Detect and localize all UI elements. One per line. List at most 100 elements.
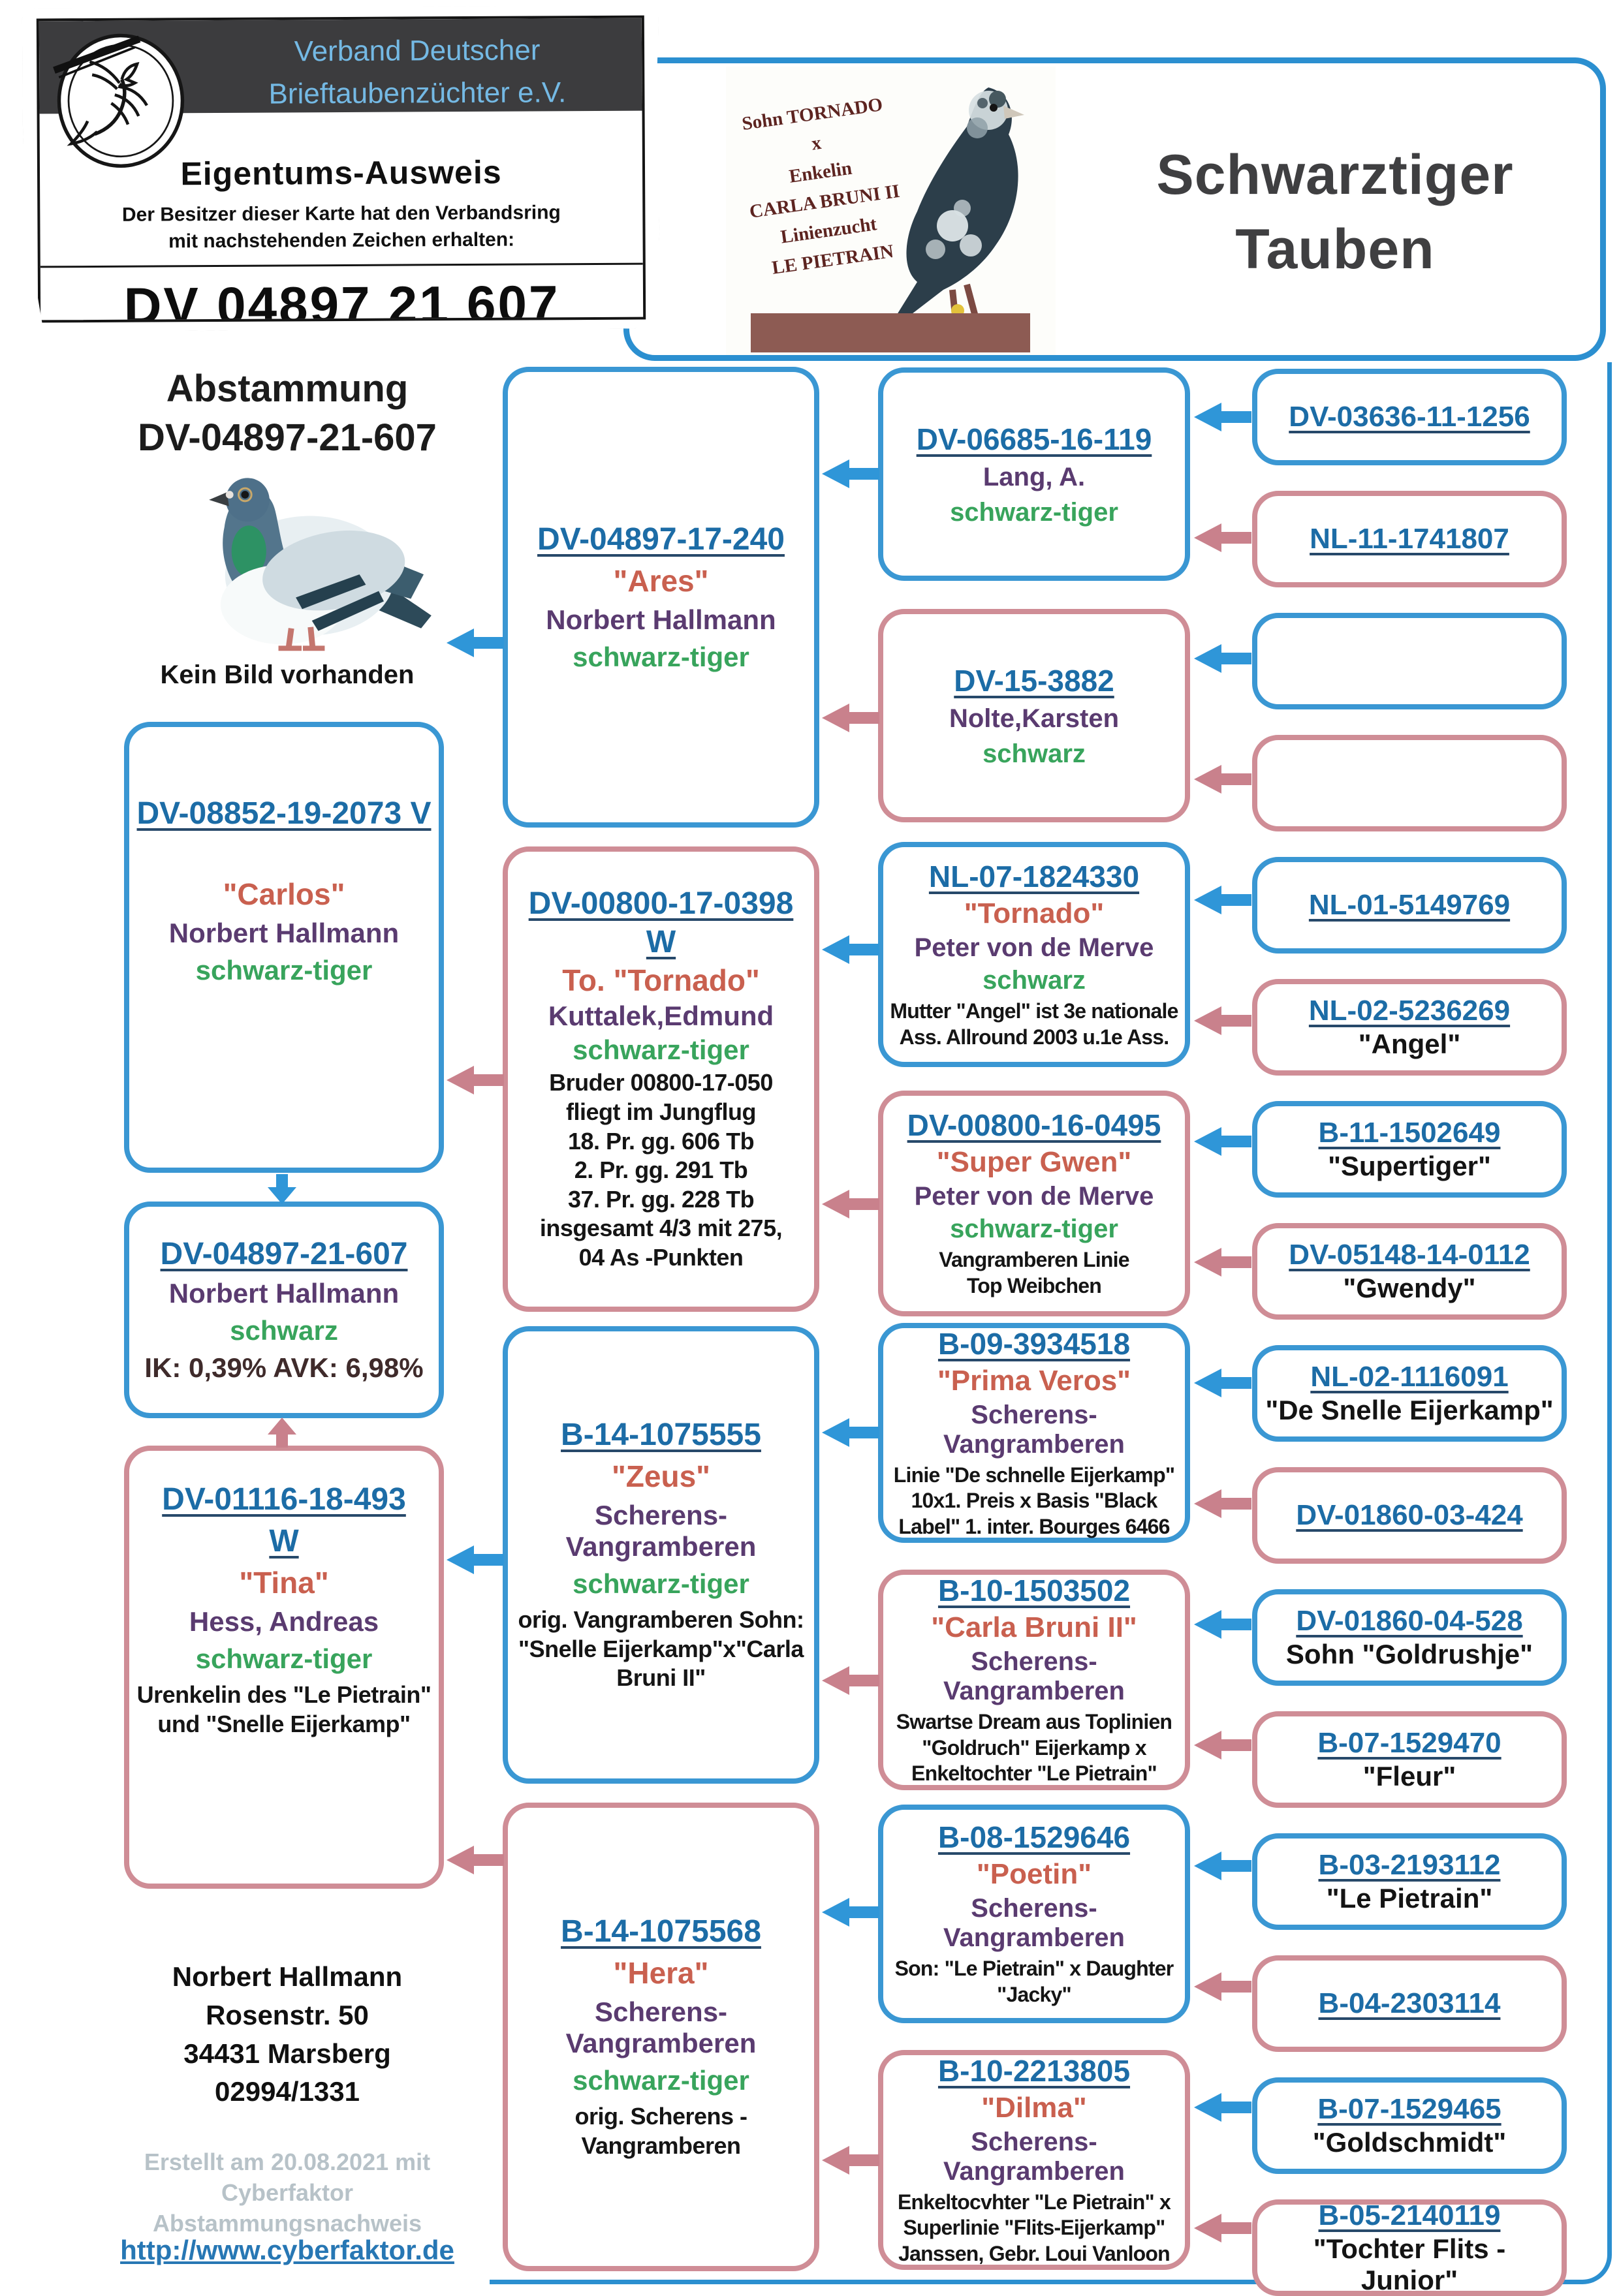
dam-line-arrow [1194,1248,1251,1277]
sire-line-arrow [447,1545,504,1574]
pedigree-box-gggp-11: DV-01860-04-528 Sohn "Goldrushje" [1252,1589,1567,1686]
breeder-name: Lang, A. [982,462,1086,491]
dam-line-arrow [1194,1731,1251,1760]
ring-number: DV-00800-16-0495 [907,1108,1161,1143]
breeder-name: Scherens-Vangramberen [565,1500,757,1562]
website-link[interactable]: http://www.cyberfaktor.de [120,2235,454,2265]
color-label: schwarz-tiger [573,2064,749,2096]
sire-line-arrow [1194,1127,1251,1156]
ring-sex-suffix: W [646,925,676,960]
dam-line-arrow [447,1066,504,1094]
pedigree-box-gggp-9: NL-02-1116091 "De Snelle Eijerkamp" [1252,1345,1567,1442]
pedigree-box-ggp-2: DV-15-3882 Nolte,Karsten schwarz [878,609,1190,822]
owner-name: Norbert Hallmann [172,1961,403,1992]
pedigree-box-gggp-15: B-07-1529465 "Goldschmidt" [1252,2077,1567,2174]
pigeon-name: "Carla Bruni II" [931,1611,1137,1643]
photo-pedestal [751,313,1030,352]
ring-number: DV-05148-14-0112 [1289,1239,1530,1271]
ring-number: DV-03636-11-1256 [1289,401,1530,433]
pedigree-heading: Abstammung DV-04897-21-607 [91,364,483,463]
created-watermark: Erstellt am 20.08.2021 mit Cyberfaktor A… [144,2149,431,2237]
dam-line-arrow [1194,1972,1251,2001]
owner-address-block: Norbert Hallmann Rosenstr. 50 34431 Mars… [85,1958,490,2111]
pedigree-box-gggp-7: B-11-1502649 "Supertiger" [1252,1101,1567,1198]
ownership-card-border: Verband Deutscher Brieftaubenzüchter e.V… [37,16,646,323]
pigeon-name: "Ares" [613,564,709,598]
ring-number: B-10-2213805 [937,2053,1131,2088]
pedigree-box-gggp-13: B-03-2193112 "Le Pietrain" [1252,1833,1567,1930]
sire-line-arrow [822,459,879,488]
breeder-name: Scherens-Vangramberen [943,1400,1125,1459]
pigeon-name: "Hera" [613,1955,709,1990]
loft-title: Schwarztiger Tauben [1077,138,1593,287]
pedigree-note: Urenkelin des "Le Pietrain" und "Snelle … [136,1681,432,1737]
pedigree-box-grandsire-2: B-14-1075555 "Zeus" Scherens-Vangrambere… [503,1326,819,1784]
pedigree-box-ggp-8: B-10-2213805 "Dilma" Scherens-Vangramber… [878,2050,1190,2270]
pedigree-note: Swartse Dream aus Toplinien "Goldruch" E… [896,1710,1172,1786]
card-ring-number: DV 04897 21 607 [123,275,560,323]
pedigree-note: Son: "Le Pietrain" x Daughter "Jacky" [894,1957,1174,2006]
ring-number: B-07-1529470 [1317,1727,1501,1759]
breeder-name: Nolte,Karsten [949,704,1120,733]
sire-line-arrow [1194,403,1251,431]
pigeon-name: "Angel" [1358,1029,1461,1059]
ring-number: DV-01860-04-528 [1296,1605,1523,1637]
ring-number: DV-04897-21-607 [160,1237,408,1271]
dam-line-arrow [1194,1489,1251,1518]
ring-number: B-14-1075555 [561,1418,761,1453]
inbreeding-stats: IK: 0,39% AVK: 6,98% [144,1352,424,1383]
breeder-name: Peter von de Merve [914,1182,1154,1211]
pedigree-box-dam: DV-01116-18-493 W "Tina" Hess, Andreas s… [124,1446,444,1889]
pedigree-box-granddam-1: DV-00800-17-0398 W To. "Tornado" Kuttale… [503,846,819,1312]
dam-line-arrow [1194,523,1251,552]
color-label: schwarz-tiger [573,1034,749,1066]
color-label: schwarz [230,1315,338,1346]
pigeon-name: "Super Gwen" [936,1146,1132,1179]
pigeon-name: "Poetin" [976,1858,1092,1891]
pigeon-name: "Le Pietrain" [1326,1883,1493,1914]
pigeon-name: "Prima Veros" [937,1364,1131,1397]
card-subtitle-line2: mit nachstehenden Zeichen erhalten: [168,228,515,252]
pedigree-box-gggp-1: DV-03636-11-1256 [1252,369,1567,465]
sire-line-arrow [1194,886,1251,914]
color-label: schwarz [982,739,1086,768]
pedigree-box-ggp-7: B-08-1529646 "Poetin" Scherens-Vangrambe… [878,1805,1190,2023]
breeder-name: Scherens-Vangramberen [565,1996,757,2058]
ring-number: B-10-1503502 [937,1574,1131,1607]
ring-number: B-07-1529465 [1317,2093,1501,2125]
org-name-line1: Verband Deutscher [294,34,541,68]
breeder-name: Peter von de Merve [914,933,1154,962]
ring-number: DV-01860-03-424 [1296,1499,1523,1531]
sire-line-arrow [1194,1610,1251,1639]
pigeon-name: "Supertiger" [1328,1151,1491,1181]
breeder-name: Hess, Andreas [189,1606,379,1637]
owner-city: 34431 Marsberg [183,2038,391,2069]
pedigree-box-gggp-5: NL-01-5149769 [1252,857,1567,954]
pedigree-box-gggp-12: B-07-1529470 "Fleur" [1252,1711,1567,1808]
ring-number: DV-06685-16-119 [916,422,1152,456]
ring-number: B-04-2303114 [1318,1987,1501,2019]
pigeon-name: "Goldschmidt" [1312,2127,1507,2158]
pigeon-name: "Dilma" [981,2091,1087,2124]
ring-number: NL-02-5236269 [1308,995,1511,1027]
color-label: schwarz-tiger [195,1643,373,1675]
dam-line-arrow [1194,2214,1251,2242]
ring-number: NL-01-5149769 [1308,889,1511,921]
pedigree-box-ggp-6: B-10-1503502 "Carla Bruni II" Scherens-V… [878,1570,1190,1790]
pedigree-note: Mutter "Angel" ist 3e nationale Ass. All… [890,999,1178,1049]
color-label: schwarz-tiger [195,954,373,985]
breeder-name: Kuttalek,Edmund [548,1001,774,1032]
ring-number: NL-02-1116091 [1310,1361,1509,1393]
subject-pigeon-image [209,478,432,651]
dam-line-arrow [268,1418,296,1448]
pedigree-box-grandsire-1: DV-04897-17-240 "Ares" Norbert Hallmann … [503,367,819,828]
owner-phone: 02994/1331 [215,2076,360,2107]
ring-number: B-09-3934518 [937,1326,1131,1361]
sire-line-arrow [1194,2093,1251,2122]
pigeon-name: "Carlos" [223,877,345,911]
color-label: schwarz-tiger [573,642,749,672]
dam-line-arrow [447,1846,504,1874]
ring-number: B-03-2193112 [1318,1849,1501,1881]
dove-logo-icon [47,27,195,170]
sire-line-arrow [822,935,879,964]
